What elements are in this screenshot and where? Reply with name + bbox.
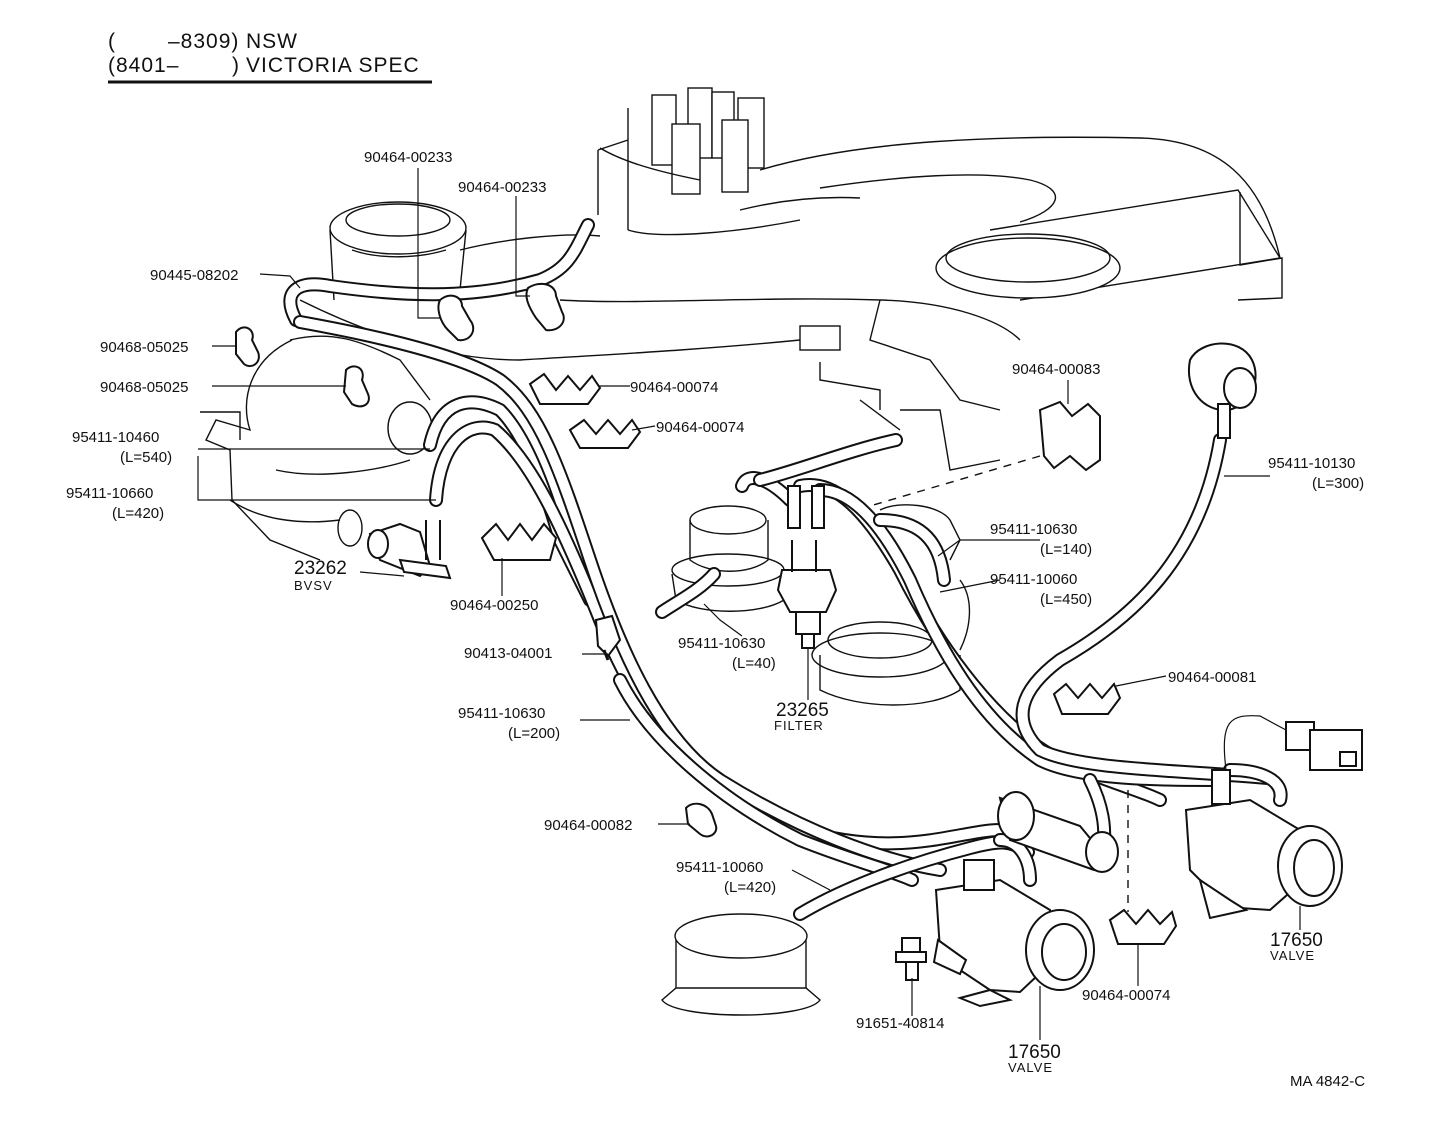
label-95411-10460-length: (L=540)	[120, 449, 172, 466]
vacuum-hoses	[283, 218, 1288, 921]
label-95411-10630-b-length: (L=140)	[1040, 541, 1092, 558]
label-95411-10060-b-length: (L=420)	[724, 879, 776, 896]
spec-header: ( –8309) NSW (8401– ) VICTORIA SPEC	[108, 30, 432, 84]
header-spec-nsw: NSW	[246, 30, 298, 53]
reference-dashed-lines	[869, 455, 1129, 912]
header-close-paren: )	[232, 54, 240, 77]
header-spec-victoria: VICTORIA SPEC	[246, 54, 420, 77]
label-90464-00082: 90464-00082	[544, 817, 632, 834]
label-95411-10630-c-length: (L=200)	[508, 725, 560, 742]
charcoal-canister-part	[997, 791, 1119, 873]
label-95411-10460: 95411-10460	[72, 429, 159, 446]
leader-lines	[197, 168, 1301, 1040]
label-90464-00233-b: 90464-00233	[458, 179, 546, 196]
label-90464-00081: 90464-00081	[1168, 669, 1256, 686]
hose-clips	[235, 282, 1178, 945]
part-labels: 90464-00233 90464-00233 90445-08202 9046…	[66, 149, 1365, 1090]
label-95411-10660-length: (L=420)	[112, 505, 164, 522]
label-91651-40814: 91651-40814	[856, 1015, 944, 1032]
header-code-1: –8309)	[168, 30, 239, 53]
engine-block-outline	[200, 87, 1283, 1016]
label-95411-10060-a: 95411-10060	[990, 571, 1077, 588]
label-95411-10130: 95411-10130	[1268, 455, 1355, 472]
label-90464-00250: 90464-00250	[450, 597, 538, 614]
label-valve-upper: VALVE	[1270, 948, 1315, 963]
label-90464-00074-a: 90464-00074	[630, 379, 718, 396]
label-95411-10660: 95411-10660	[66, 485, 153, 502]
label-90464-00083: 90464-00083	[1012, 361, 1100, 378]
tee-fitting-90413	[594, 614, 622, 661]
label-95411-10060-a-length: (L=450)	[1040, 591, 1092, 608]
electrical-connector-part	[1223, 715, 1363, 771]
drawing-number: MA 4842-C	[1290, 1073, 1365, 1090]
label-90464-00074-b: 90464-00074	[656, 419, 744, 436]
label-90413-04001: 90413-04001	[464, 645, 552, 662]
header-open-paren: (	[108, 30, 116, 53]
label-95411-10130-length: (L=300)	[1312, 475, 1364, 492]
label-95411-10630-a: 95411-10630	[678, 635, 765, 652]
filter-23265-part	[776, 485, 838, 649]
label-90464-00233-a: 90464-00233	[364, 149, 452, 166]
label-valve-lower: VALVE	[1008, 1060, 1053, 1075]
label-filter: FILTER	[774, 718, 824, 733]
bolt-91651-part	[895, 937, 927, 981]
label-23262: 23262	[294, 558, 347, 579]
label-95411-10630-a-length: (L=40)	[732, 655, 776, 672]
label-bvsv: BVSV	[294, 578, 333, 593]
valve-17650-upper-part	[1184, 769, 1343, 920]
label-90468-05025-b: 90468-05025	[100, 379, 188, 396]
label-23265: 23265	[776, 700, 829, 721]
header-code-2: (8401–	[108, 54, 179, 77]
vacuum-bulb-part	[1187, 342, 1257, 439]
label-95411-10630-b: 95411-10630	[990, 521, 1077, 538]
bvsv-23262-part	[367, 520, 452, 580]
label-90468-05025-a: 90468-05025	[100, 339, 188, 356]
label-17650-upper: 17650	[1270, 930, 1323, 951]
label-90445-08202: 90445-08202	[150, 267, 238, 284]
label-90464-00074-c: 90464-00074	[1082, 987, 1170, 1004]
label-17650-lower: 17650	[1008, 1042, 1061, 1063]
valve-17650-lower-part	[932, 859, 1095, 1008]
label-95411-10630-c: 95411-10630	[458, 705, 545, 722]
label-95411-10060-b: 95411-10060	[676, 859, 763, 876]
